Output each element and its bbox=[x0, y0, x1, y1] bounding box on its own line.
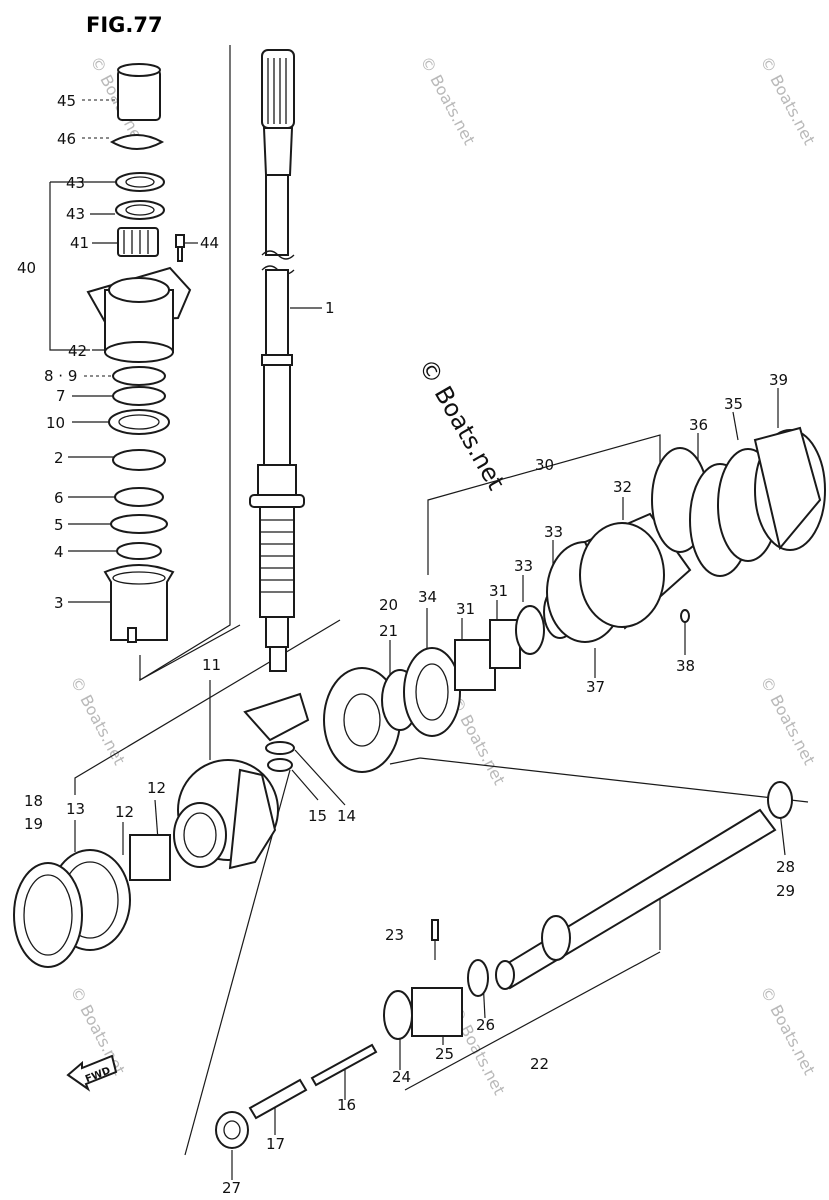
label-30: 30 bbox=[535, 456, 554, 474]
driveshaft bbox=[249, 49, 305, 672]
propeller-shaft bbox=[495, 781, 793, 990]
label-32: 32 bbox=[613, 478, 632, 496]
label-38: 38 bbox=[676, 657, 695, 675]
label-12a: 12 bbox=[115, 803, 134, 821]
label-33b: 33 bbox=[544, 523, 563, 541]
label-22: 22 bbox=[530, 1055, 549, 1073]
label-43b: 43 bbox=[66, 205, 85, 223]
watermark: © Boats.net bbox=[756, 53, 819, 148]
label-33a: 33 bbox=[514, 557, 533, 575]
bracket-lines bbox=[49, 45, 809, 1156]
label-41: 41 bbox=[70, 234, 89, 252]
label-13: 13 bbox=[66, 800, 85, 818]
label-5: 5 bbox=[54, 516, 64, 534]
label-1: 1 bbox=[325, 299, 335, 317]
label-7: 7 bbox=[56, 387, 66, 405]
label-43a: 43 bbox=[66, 174, 85, 192]
label-18: 18 bbox=[24, 792, 43, 810]
label-45: 45 bbox=[57, 92, 76, 110]
label-24: 24 bbox=[392, 1068, 411, 1086]
label-12b: 12 bbox=[147, 779, 166, 797]
label-2: 2 bbox=[54, 449, 64, 467]
label-28: 28 bbox=[776, 858, 795, 876]
watermark: © Boats.net bbox=[66, 673, 129, 768]
label-29: 29 bbox=[776, 882, 795, 900]
label-6: 6 bbox=[54, 489, 64, 507]
label-44: 44 bbox=[200, 234, 219, 252]
label-31a: 31 bbox=[456, 600, 475, 618]
label-36: 36 bbox=[689, 416, 708, 434]
label-23: 23 bbox=[385, 926, 404, 944]
forward-gear-assembly bbox=[13, 759, 279, 968]
label-8-9: 8 · 9 bbox=[44, 367, 77, 385]
label-35: 35 bbox=[724, 395, 743, 413]
label-37: 37 bbox=[586, 678, 605, 696]
watermark: © Boats.net bbox=[416, 53, 479, 148]
leader-lines bbox=[68, 99, 786, 1180]
clutch-parts bbox=[215, 919, 489, 1149]
label-16: 16 bbox=[337, 1096, 356, 1114]
watermark: © Boats.net bbox=[756, 673, 819, 768]
bearing-housing bbox=[546, 426, 826, 643]
part-labels: 45 46 43 43 41 44 40 42 8 · 9 7 10 2 6 5… bbox=[17, 92, 795, 1197]
watermarks: © Boats.net © Boats.net © Boats.net © Bo… bbox=[66, 53, 819, 1098]
label-46: 46 bbox=[57, 130, 76, 148]
label-3: 3 bbox=[54, 594, 64, 612]
bearing-stack bbox=[86, 63, 192, 643]
label-14: 14 bbox=[337, 807, 356, 825]
label-20: 20 bbox=[379, 596, 398, 614]
fwd-arrow: FWD bbox=[66, 1054, 118, 1092]
label-27: 27 bbox=[222, 1179, 241, 1197]
watermark: © Boats.net bbox=[756, 983, 819, 1078]
bearings-30-group bbox=[403, 585, 577, 737]
label-31b: 31 bbox=[489, 582, 508, 600]
label-26: 26 bbox=[476, 1016, 495, 1034]
label-40: 40 bbox=[17, 259, 36, 277]
label-42: 42 bbox=[68, 342, 87, 360]
pinion-gear bbox=[243, 692, 310, 772]
label-19: 19 bbox=[24, 815, 43, 833]
label-34: 34 bbox=[418, 588, 437, 606]
watermark-center: © Boats.net bbox=[413, 354, 510, 495]
label-17: 17 bbox=[266, 1135, 285, 1153]
label-21: 21 bbox=[379, 622, 398, 640]
label-4: 4 bbox=[54, 543, 64, 561]
label-10: 10 bbox=[46, 414, 65, 432]
label-11: 11 bbox=[202, 656, 221, 674]
label-25: 25 bbox=[435, 1045, 454, 1063]
label-15: 15 bbox=[308, 807, 327, 825]
label-39: 39 bbox=[769, 371, 788, 389]
figure-title: FIG.77 bbox=[86, 13, 163, 37]
